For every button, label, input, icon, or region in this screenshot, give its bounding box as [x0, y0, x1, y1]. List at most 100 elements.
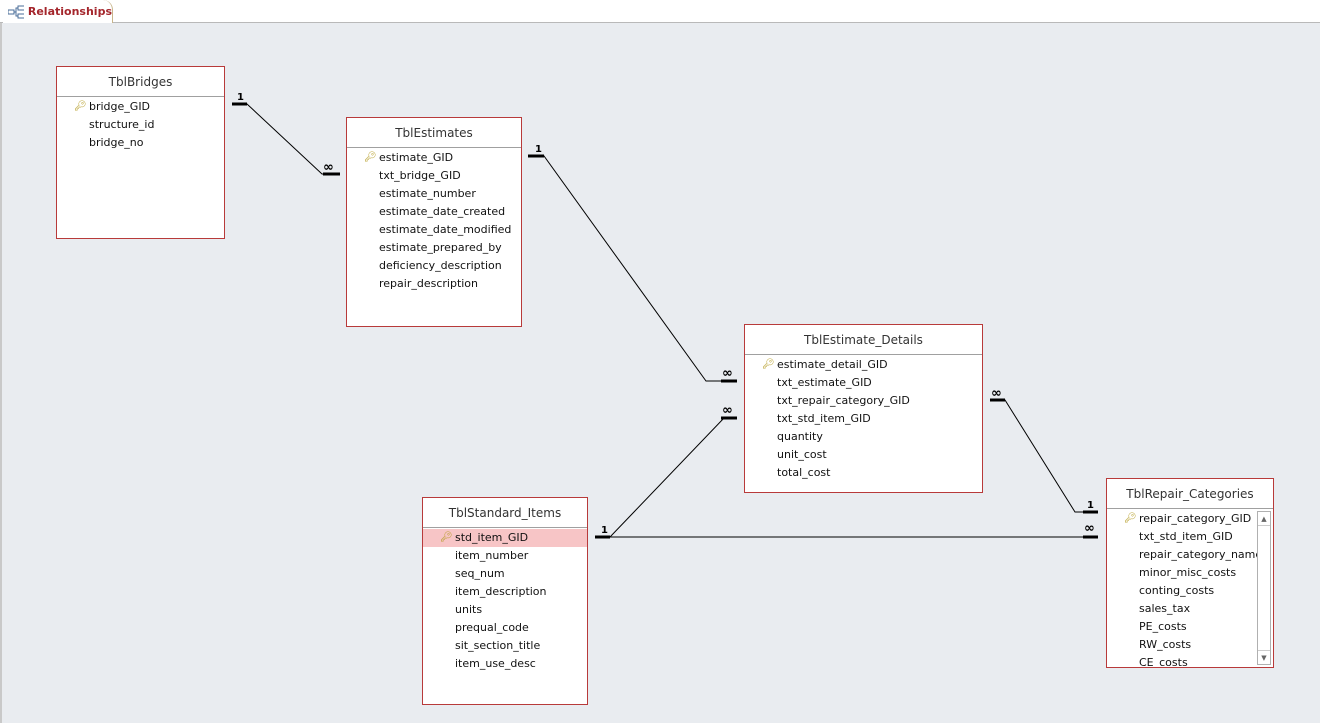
field-item[interactable]: deficiency_description [347, 257, 521, 275]
field-name: PE_costs [1139, 620, 1187, 633]
field-name: estimate_GID [379, 151, 454, 164]
field-item[interactable]: item_number [423, 547, 587, 565]
field-name: txt_bridge_GID [379, 169, 461, 182]
field-item[interactable]: PE_costs [1107, 618, 1273, 636]
field-name: txt_std_item_GID [777, 412, 871, 425]
field-name: sales_tax [1139, 602, 1191, 615]
many-label: ∞ [1084, 521, 1095, 536]
field-name: txt_repair_category_GID [777, 394, 910, 407]
field-item[interactable]: txt_std_item_GID [745, 410, 982, 428]
field-name: conting_costs [1139, 584, 1215, 597]
field-item[interactable]: bridge_no [57, 134, 224, 152]
field-name: units [455, 603, 483, 616]
table-title[interactable]: TblStandard_Items [423, 498, 587, 528]
field-item[interactable]: 🔑︎std_item_GID [423, 529, 587, 547]
field-name: bridge_no [89, 136, 144, 149]
many-label: ∞ [722, 366, 733, 381]
field-item[interactable]: 🔑︎estimate_GID [347, 149, 521, 167]
field-item[interactable]: units [423, 601, 587, 619]
table-title[interactable]: TblEstimates [347, 118, 521, 148]
field-item[interactable]: RW_costs [1107, 636, 1273, 654]
field-item[interactable]: repair_category_name [1107, 546, 1273, 564]
tab-label: Relationships [27, 5, 112, 18]
field-item[interactable]: 🔑︎repair_category_GID [1107, 510, 1273, 528]
one-label: 1 [601, 525, 608, 536]
table-tblrepair-categories[interactable]: TblRepair_Categories🔑︎repair_category_GI… [1106, 478, 1274, 668]
field-item[interactable]: structure_id [57, 116, 224, 134]
field-item[interactable]: sit_section_title [423, 637, 587, 655]
scrollbar[interactable]: ▲▼ [1257, 511, 1271, 665]
relationship-estimates-details [528, 155, 737, 382]
field-item[interactable]: item_description [423, 583, 587, 601]
field-item[interactable]: minor_misc_costs [1107, 564, 1273, 582]
field-item[interactable]: estimate_date_created [347, 203, 521, 221]
field-name: repair_description [379, 277, 479, 290]
field-item[interactable]: estimate_date_modified [347, 221, 521, 239]
field-name: estimate_detail_GID [777, 358, 888, 371]
field-name: quantity [777, 430, 823, 443]
field-name: item_description [455, 585, 547, 598]
field-name: txt_std_item_GID [1139, 530, 1233, 543]
field-list: 🔑︎bridge_GID structure_id bridge_no [57, 97, 224, 152]
field-name: sit_section_title [455, 639, 541, 652]
field-name: repair_category_name [1139, 548, 1263, 561]
field-name: estimate_date_created [379, 205, 506, 218]
field-item[interactable]: txt_repair_category_GID [745, 392, 982, 410]
primary-key-icon: 🔑︎ [74, 101, 87, 112]
scroll-up-icon[interactable]: ▲ [1258, 512, 1270, 526]
field-item[interactable]: txt_estimate_GID [745, 374, 982, 392]
field-item[interactable]: 🔑︎bridge_GID [57, 98, 224, 116]
field-item[interactable]: txt_std_item_GID [1107, 528, 1273, 546]
field-list: 🔑︎estimate_GID txt_bridge_GID estimate_num… [347, 148, 521, 293]
field-item[interactable]: conting_costs [1107, 582, 1273, 600]
field-name: item_number [455, 549, 529, 562]
field-name: item_use_desc [455, 657, 536, 670]
scroll-down-icon[interactable]: ▼ [1258, 650, 1270, 664]
field-name: txt_estimate_GID [777, 376, 872, 389]
field-item[interactable]: CE_costs [1107, 654, 1273, 667]
many-label: ∞ [991, 386, 1002, 401]
tab-bar: Relationships [0, 0, 1320, 23]
field-name: std_item_GID [455, 531, 529, 544]
field-item[interactable]: estimate_prepared_by [347, 239, 521, 257]
one-label: 1 [535, 144, 542, 155]
field-item[interactable]: unit_cost [745, 446, 982, 464]
relationships-icon [8, 5, 24, 18]
table-title[interactable]: TblRepair_Categories [1107, 479, 1273, 509]
relationship-details-repaircat [990, 399, 1098, 513]
field-item[interactable]: 🔑︎estimate_detail_GID [745, 356, 982, 374]
field-name: total_cost [777, 466, 831, 479]
primary-key-icon: 🔑︎ [440, 532, 453, 543]
field-item[interactable]: seq_num [423, 565, 587, 583]
table-title[interactable]: TblEstimate_Details [745, 325, 982, 355]
field-name: minor_misc_costs [1139, 566, 1237, 579]
field-name: structure_id [89, 118, 155, 131]
field-name: deficiency_description [379, 259, 502, 272]
table-title[interactable]: TblBridges [57, 67, 224, 97]
field-name: prequal_code [455, 621, 529, 634]
field-name: RW_costs [1139, 638, 1192, 651]
many-label: ∞ [722, 403, 733, 418]
field-item[interactable]: quantity [745, 428, 982, 446]
one-label: 1 [1087, 500, 1094, 511]
table-tblestimate-details[interactable]: TblEstimate_Details🔑︎estimate_detail_GID… [744, 324, 983, 493]
field-name: estimate_number [379, 187, 476, 200]
tab-relationships[interactable]: Relationships [3, 0, 113, 23]
one-label: 1 [237, 92, 244, 103]
field-item[interactable]: estimate_number [347, 185, 521, 203]
field-item[interactable]: item_use_desc [423, 655, 587, 673]
field-item[interactable]: prequal_code [423, 619, 587, 637]
field-item[interactable]: repair_description [347, 275, 521, 293]
field-item[interactable]: total_cost [745, 464, 982, 482]
field-item[interactable]: txt_bridge_GID [347, 167, 521, 185]
field-list: 🔑︎std_item_GID item_number seq_num item_des… [423, 528, 587, 673]
relationship-stditems-details [595, 417, 737, 538]
many-label: ∞ [323, 160, 334, 175]
primary-key-icon: 🔑︎ [364, 152, 377, 163]
field-item[interactable]: sales_tax [1107, 600, 1273, 618]
